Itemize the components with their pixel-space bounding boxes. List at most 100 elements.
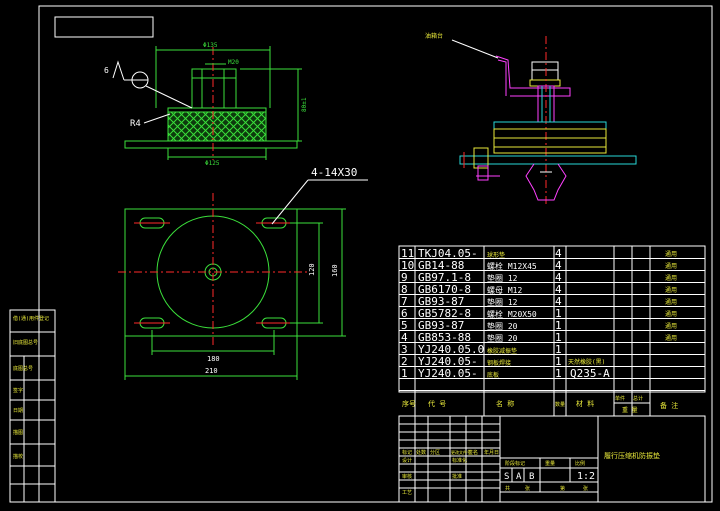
bom-no-5: 5 xyxy=(401,319,408,332)
bom-code-4: GB853-88 xyxy=(418,331,471,344)
tb-mid-1: 分区 xyxy=(430,449,440,456)
bom-qty-1: 1 xyxy=(555,367,562,380)
bom-note-6: 通用 xyxy=(665,310,677,318)
tb-mid-4: 年月日 xyxy=(484,449,499,456)
bom-qty-7: 4 xyxy=(555,295,562,308)
tb-left-3: 工艺 xyxy=(402,490,412,496)
bom-no-4: 4 xyxy=(401,331,408,344)
tb-bottom-2: 第 xyxy=(560,485,565,492)
bom-qty-3: 1 xyxy=(555,343,562,356)
bom-header-total: 总计 xyxy=(633,395,643,402)
bom-code-2: YJ240.05- xyxy=(418,355,478,368)
bom-qty-5: 1 xyxy=(555,319,562,332)
holes-callout: 4-14X30 xyxy=(311,166,357,179)
bom-name-4: 垫圈 20 xyxy=(487,333,518,343)
bom-note-5: 通用 xyxy=(665,322,677,330)
code-box xyxy=(54,16,154,38)
bom-code-10: GB14-88 xyxy=(418,259,464,272)
bom-code-1: YJ240.05- xyxy=(418,367,478,380)
bom-name-3: 橡胶减振垫 xyxy=(487,347,517,355)
bom-code-7: GB93-87 xyxy=(418,295,464,308)
bom-table: 11 TKJ04.05- 球形垫 4 通用 10 GB14-88 螺栓 M12X… xyxy=(398,245,706,417)
approve-label: 批准 xyxy=(452,473,462,480)
bom-qty-11: 4 xyxy=(555,247,562,260)
dim-180: 180 xyxy=(207,355,220,363)
scale-label: 比例 xyxy=(575,460,585,467)
bom-no-10: 10 xyxy=(401,259,414,272)
bom-no-2: 2 xyxy=(401,355,408,368)
bom-note-8: 通用 xyxy=(665,286,677,294)
bom-name-9: 垫圈 12 xyxy=(487,273,518,283)
tb-bottom-1: 张 xyxy=(525,485,530,492)
bom-name-8: 螺母 M12 xyxy=(487,285,522,295)
bom-name-7: 垫圈 12 xyxy=(487,297,518,307)
side-label-1: 旧底图总号 xyxy=(13,339,38,346)
side-label-2: 底图总号 xyxy=(13,365,33,372)
bom-qty-9: 4 xyxy=(555,271,562,284)
bom-note-4: 通用 xyxy=(665,334,677,342)
side-label-6: 描校 xyxy=(13,453,23,460)
dim-m20: M20 xyxy=(228,59,239,66)
bom-code-5: GB93-87 xyxy=(418,319,464,332)
side-label-3: 签字 xyxy=(13,387,23,394)
dim-210: 210 xyxy=(205,367,218,375)
dim-height: 80±1 xyxy=(301,97,308,112)
bom-no-6: 6 xyxy=(401,307,408,320)
bom-no-3: 3 xyxy=(401,343,408,356)
bom-name-10: 螺栓 M12X45 xyxy=(487,261,537,271)
bom-name-5: 垫圈 20 xyxy=(487,321,518,331)
bom-no-9: 9 xyxy=(401,271,408,284)
section-view: Φ135 M20 Φ125 80±1 6 R4 xyxy=(104,42,308,167)
weight-label: 重量 xyxy=(545,460,555,467)
bom-note-10: 通用 xyxy=(665,262,677,270)
bom-name-11: 球形垫 xyxy=(487,251,505,259)
stage-label: 阶段标记 xyxy=(505,460,525,467)
drawing-frame xyxy=(38,5,713,503)
bom-code-3: YJ240.05.0 xyxy=(418,343,484,356)
std-label: 标准化 xyxy=(452,457,467,464)
tb-mid-3: 签名 xyxy=(468,449,478,456)
side-label-5: 描图 xyxy=(13,429,23,436)
bom-header-code: 代 号 xyxy=(428,399,446,408)
bom-name-1: 底板 xyxy=(487,371,499,379)
stage-mark-b: B xyxy=(529,472,534,482)
bom-code-6: GB5782-8 xyxy=(418,307,471,320)
bom-no-8: 8 xyxy=(401,283,408,296)
dim-135: Φ135 xyxy=(203,42,218,49)
tb-bottom-3: 张 xyxy=(583,485,588,492)
assembly-label: 油箱台 xyxy=(425,32,443,40)
bom-code-11: TKJ04.05- xyxy=(418,247,478,260)
bom-header-unit: 单件 xyxy=(615,395,625,402)
tb-mid-2: 更改文件号 xyxy=(451,449,471,455)
bom-qty-4: 1 xyxy=(555,331,562,344)
dim-125: Φ125 xyxy=(205,160,220,167)
assembly-view: 油箱台 xyxy=(425,32,637,205)
bom-header-weight: 重 量 xyxy=(622,406,638,414)
bom-code-9: GB97.1-8 xyxy=(418,271,471,284)
bom-name-6: 螺栓 M20X50 xyxy=(487,309,537,319)
side-label-4: 日期 xyxy=(13,408,23,414)
label-6: 6 xyxy=(104,66,109,75)
label-r4: R4 xyxy=(130,119,141,129)
bom-header-no: 序号 xyxy=(402,399,416,408)
tb-bottom-0: 共 xyxy=(505,485,510,492)
bom-header-qty: 数量 xyxy=(555,401,565,408)
side-label-0: 借(通)用件登记 xyxy=(13,315,49,322)
bom-no-7: 7 xyxy=(401,295,408,308)
bom-header-name: 名 称 xyxy=(496,399,514,408)
title-block: 履行压缩机防振垫 S A B 1:2 阶段标记 重量 比例 标记 设计 审核 工… xyxy=(398,415,706,503)
bom-qty-6: 1 xyxy=(555,307,562,320)
plan-view: 4-14X30 180 210 120 160 xyxy=(118,166,368,380)
bom-no-1: 1 xyxy=(401,367,408,380)
bom-header-note: 备 注 xyxy=(660,401,678,410)
bom-code-8: GB6170-8 xyxy=(418,283,471,296)
bom-note-7: 通用 xyxy=(665,298,677,306)
bom-note-11: 通用 xyxy=(665,250,677,258)
tb-left-2: 审核 xyxy=(402,473,412,480)
title-text: 履行压缩机防振垫 xyxy=(604,451,660,460)
bom-note-9: 通用 xyxy=(665,274,677,282)
bom-qty-10: 4 xyxy=(555,259,562,272)
bom-name-2: 钢板焊接 xyxy=(487,359,511,367)
dim-160: 160 xyxy=(331,264,339,277)
